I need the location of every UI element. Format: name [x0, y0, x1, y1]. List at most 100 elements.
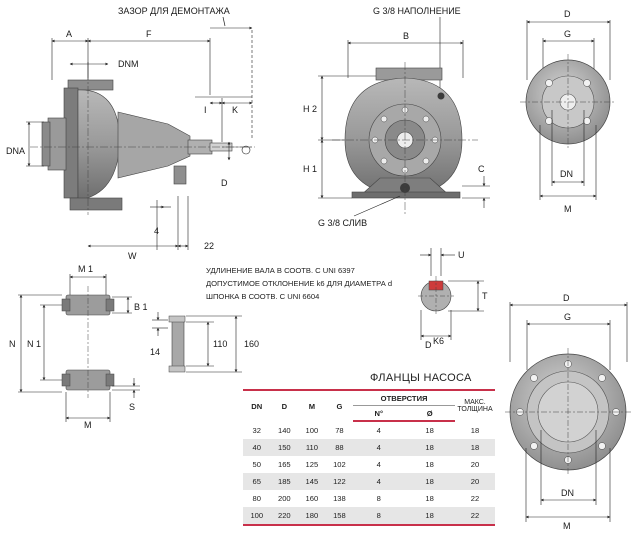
table-cell: 20 — [470, 460, 480, 469]
table-cell: 220 — [270, 507, 299, 526]
dim-s-label: S — [129, 402, 135, 412]
table-cell: 160 — [305, 494, 319, 503]
dim-n1-label: N 1 — [27, 339, 41, 349]
outlet-d-label: D — [564, 9, 571, 19]
table-cell: 18 — [425, 494, 434, 503]
table-cell: 200 — [277, 494, 291, 503]
table-cell: 20 — [455, 473, 495, 490]
table-cell: 145 — [298, 473, 326, 490]
table-cell: 88 — [325, 439, 354, 456]
table-cell: 65 — [243, 473, 271, 490]
dim-u-label: U — [458, 250, 465, 260]
table-cell: 8 — [353, 507, 405, 526]
dim-t-label: T — [482, 291, 488, 301]
dim-b-label: B — [403, 31, 409, 41]
table-cell: 110 — [298, 439, 326, 456]
col-holes-diameter: Ø — [404, 405, 455, 422]
dim-a-label: A — [66, 29, 72, 39]
outlet-m-label: M — [564, 204, 572, 214]
drain-label: G 3/8 СЛИВ — [318, 218, 367, 228]
table-cell: 18 — [404, 507, 455, 526]
dim-dna-label: DNA — [6, 146, 25, 156]
dim-w-label: W — [128, 251, 137, 261]
col-dn: DN — [243, 389, 271, 421]
note-tolerance: ДОПУСТИМОЕ ОТКЛОНЕНИЕ k6 ДЛЯ ДИАМЕТРА d — [206, 279, 393, 288]
dim-k6-label: K6 — [433, 336, 444, 346]
dim-22-label: 22 — [204, 241, 214, 251]
table-cell: 18 — [404, 439, 455, 456]
table-cell: 78 — [335, 425, 344, 435]
table-cell: 138 — [333, 494, 346, 503]
table-cell: 50 — [252, 460, 261, 469]
table-cell: 122 — [325, 473, 354, 490]
col-g: G — [325, 389, 354, 421]
table-cell: 165 — [277, 460, 291, 469]
dim-h1-label: H 1 — [303, 164, 317, 174]
table-cell: 8 — [376, 494, 381, 503]
dim-b1-label: B 1 — [134, 302, 148, 312]
table-cell: 18 — [425, 426, 434, 435]
table-row: 80 200 160 138 8 18 22 — [243, 490, 495, 507]
suction-g-label: G — [564, 312, 571, 322]
dim-c-label: C — [478, 164, 485, 174]
dismantle-gap-label: ЗАЗОР ДЛЯ ДЕМОНТАЖА — [118, 6, 230, 16]
dim-n-label: N — [9, 339, 16, 349]
front-view: G 3/8 НАПОЛНЕНИЕ B H 2 H 1 — [303, 6, 490, 228]
table-row: 32 140 100 78 4 18 18 — [243, 421, 495, 439]
dim-d-label: D — [221, 178, 228, 188]
col-d: D — [270, 389, 299, 421]
table-cell: 140 — [277, 425, 291, 435]
table-cell: 80 — [252, 494, 261, 503]
suction-dn-label: DN — [561, 488, 574, 498]
table-cell: 125 — [305, 460, 319, 469]
dim-dnm-label: DNM — [118, 59, 139, 69]
flange-table: DN D M G ОТВЕРСТИЯ МАКС. ТОЛЩИНА N° Ø 32… — [243, 389, 495, 526]
table-cell: 102 — [333, 460, 346, 469]
outlet-dn-label: DN — [560, 169, 573, 179]
col-holes: ОТВЕРСТИЯ — [353, 389, 455, 406]
table-cell: 22 — [455, 507, 495, 526]
dim-m-label: M — [84, 420, 92, 430]
col-m: M — [298, 389, 326, 421]
dim-160-label: 160 — [244, 339, 259, 349]
shaft-key-view: 110 160 — [168, 315, 259, 373]
table-cell: 18 — [404, 473, 455, 490]
table-cell: 180 — [298, 507, 326, 526]
shaft-section-view: U T D K6 — [418, 248, 488, 350]
suction-d-label: D — [563, 293, 570, 303]
dim-14-label: 14 — [150, 347, 160, 357]
table-cell: 100 — [243, 507, 271, 526]
col-holes-count: N° — [353, 405, 405, 422]
dim-k-label: K — [232, 105, 238, 115]
note-key: ШПОНКА В СООТВ. С UNI 6604 — [206, 292, 320, 301]
dim-dk6-label: D — [425, 340, 432, 350]
flange-table-title: ФЛАНЦЫ НАСОСА — [370, 372, 472, 384]
suction-m-label: M — [563, 521, 571, 531]
suction-flange-view: D G DN M — [505, 293, 632, 531]
dim-i-label: I — [204, 105, 207, 115]
table-cell: 18 — [425, 460, 434, 469]
table-cell: 4 — [376, 426, 381, 435]
dim-f-label: F — [146, 29, 152, 39]
dim-m1-label: M 1 — [78, 264, 93, 274]
fill-label: G 3/8 НАПОЛНЕНИЕ — [373, 6, 461, 16]
table-cell: 100 — [305, 425, 319, 435]
table-cell: 22 — [470, 494, 480, 503]
dim-110-label: 110 — [213, 339, 227, 349]
table-cell: 185 — [270, 473, 299, 490]
table-cell: 4 — [353, 473, 405, 490]
outlet-flange-view: D G DN M — [520, 9, 616, 214]
table-cell: 150 — [270, 439, 299, 456]
table-cell: 18 — [470, 425, 480, 435]
outlet-g-label: G — [564, 29, 571, 39]
table-cell: 32 — [252, 425, 261, 435]
note-shaft-extension: УДЛИНЕНИЕ ВАЛА В СООТВ. С UNI 6397 — [206, 266, 355, 275]
table-cell: 40 — [243, 439, 271, 456]
side-view: ЗАЗОР ДЛЯ ДЕМОНТАЖА A F DNM — [6, 6, 255, 261]
table-cell: 158 — [325, 507, 354, 526]
